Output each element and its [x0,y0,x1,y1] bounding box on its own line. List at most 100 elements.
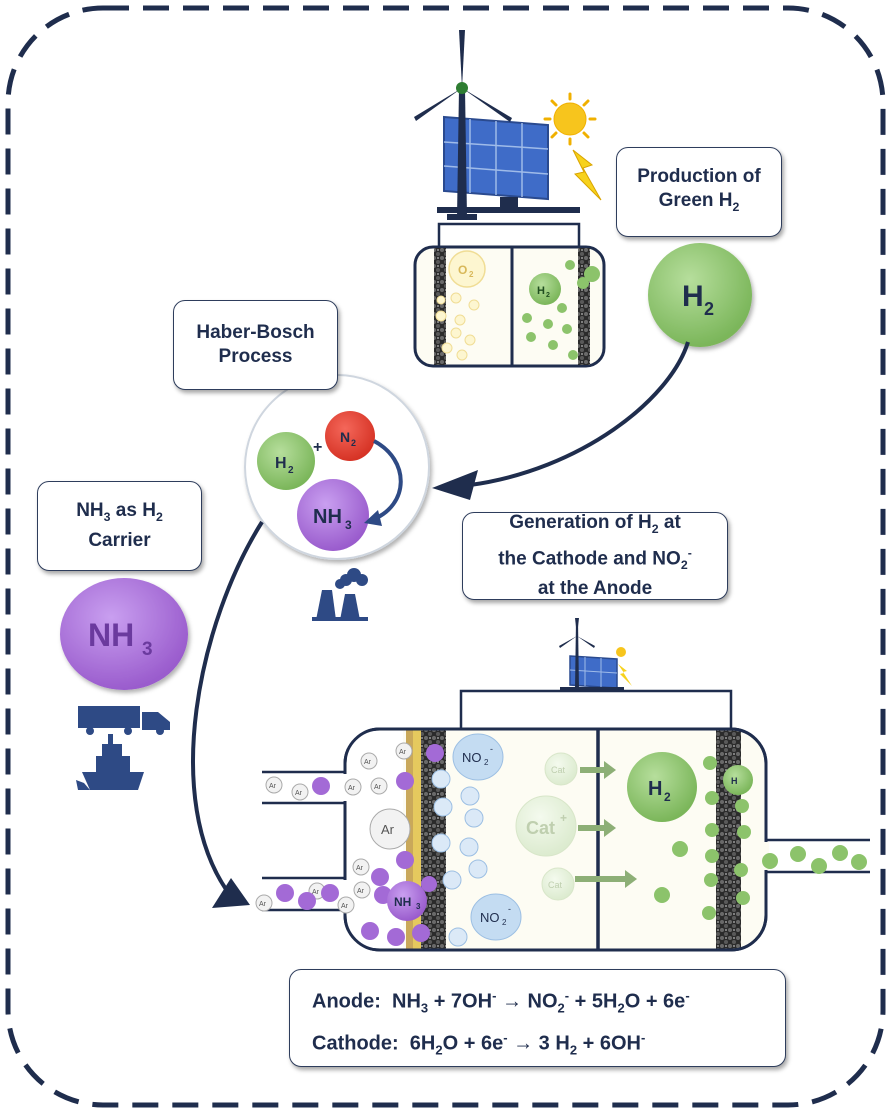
svg-text:N: N [340,429,350,445]
gen-line1b: at [658,512,681,534]
svg-text:Cat: Cat [551,765,566,775]
svg-text:Cat: Cat [548,880,563,890]
svg-text:Ar: Ar [269,783,277,790]
svg-text:NH: NH [394,895,411,909]
o2-molecule: O 2 [448,250,486,288]
haber-line2: Process [218,346,293,367]
svg-text:3: 3 [416,902,421,911]
svg-text:O: O [458,263,467,277]
anode-sub3: 3 [420,1000,429,1016]
no2-large-molecules: NO 2 - NO 2 - [452,733,522,941]
electrolyzer-wire [437,222,581,248]
gen-line2: the Cathode and NO [498,548,681,570]
o2-bubbles [435,292,480,361]
svg-text:3: 3 [345,518,352,532]
truck-icon [78,706,170,735]
outer-dashed-border [5,5,886,1108]
factory-icon [312,568,368,621]
anode-sup3: - [685,988,690,1003]
gen-sub2b: 2 [680,557,688,572]
cathode-o: O + 6e [442,1032,504,1055]
carrier-nh3: NH [76,500,104,522]
svg-text:NO: NO [480,910,500,925]
solar-panel-icon [437,115,580,213]
anode-sup2: - [564,988,570,1003]
production-sub: 2 [732,199,740,214]
haber-line1: Haber-Bosch [196,322,315,343]
wind-turbine-icon [414,30,512,220]
h2-cathode-small [654,756,867,920]
anode-arrow: → NO [496,990,558,1013]
svg-text:2: 2 [546,292,550,299]
cell-solar-panel-icon [559,618,632,690]
svg-text:Ar: Ar [381,822,395,837]
anode-nh3: NH [392,990,421,1013]
svg-text:2: 2 [469,270,474,279]
carrier-line2: Carrier [88,529,151,551]
svg-text:H: H [682,280,704,313]
anode-equation: Anode: NH3 + 7OH- → NO2- + 5H2O + 6e- [312,988,690,1016]
cathode-sub2b: 2 [569,1042,578,1058]
nh3-small-molecules [276,744,444,946]
h2-bubbles-small-cell [522,260,600,360]
h2-big-molecule: H 2 [648,243,752,347]
svg-text:H: H [648,778,662,800]
svg-text:2: 2 [664,790,671,804]
haber-to-cell-arrowhead [212,878,250,908]
cathode-sup1: - [503,1030,508,1045]
cathode-equation: Cathode: 6H2O + 6e- → 3 H2 + 6OH- [312,1030,645,1058]
svg-text:+: + [560,811,567,825]
svg-text:Ar: Ar [295,790,303,797]
equations-box: Anode: NH3 + 7OH- → NO2- + 5H2O + 6e- Ca… [289,969,786,1067]
cathode-oh: + 6OH [577,1032,641,1055]
svg-text:-: - [508,904,511,914]
svg-text:Ar: Ar [399,749,407,756]
ship-icon [76,734,144,790]
production-green: Green H [658,190,733,212]
production-title: Production of [637,166,761,188]
haber-bosch-reactor: H 2 + N 2 NH 3 [244,374,430,560]
haber-to-cell-arrow [191,520,264,897]
svg-text:Ar: Ar [374,784,382,791]
svg-text:Cat: Cat [526,818,555,838]
svg-text:3: 3 [142,639,153,660]
svg-text:Ar: Ar [356,865,364,872]
svg-text:Ar: Ar [357,888,365,895]
svg-text:H: H [731,776,738,786]
gen-line1a: Generation of H [509,512,652,534]
gen-sub2: 2 [651,521,659,536]
carrier-sub3: 3 [103,509,111,524]
anode-sub2: 2 [557,1000,565,1016]
svg-text:2: 2 [484,758,489,767]
svg-text:NH: NH [88,617,134,653]
svg-text:+: + [313,439,322,456]
svg-text:Ar: Ar [348,785,356,792]
svg-text:-: - [490,744,493,754]
haber-bosch-label-box: Haber-Bosch Process [173,300,338,390]
gen-sup: - [687,545,692,560]
svg-text:2: 2 [704,299,714,319]
cell-wire [459,689,733,729]
anode-h2o: + 5H [569,990,618,1013]
carrier-sub2: 2 [155,509,163,524]
sun-icon [543,92,597,146]
anode-o: O + 6e [624,990,686,1013]
svg-text:2: 2 [351,438,356,448]
svg-text:Ar: Ar [341,903,349,910]
generation-label-box: Generation of H2 at the Cathode and NO2-… [462,512,728,600]
anode-oh: + 7OH [428,990,493,1013]
carrier-label-box: NH3 as H2 Carrier [37,481,202,571]
svg-text:2: 2 [502,918,507,927]
carrier-as: as H [110,500,156,522]
lightning-icon [572,149,602,201]
nh3-big-molecule: NH 3 [60,578,188,690]
svg-text:2: 2 [288,465,294,476]
h2-molecule-small-cell: H 2 [529,273,561,305]
anode-label: Anode: [312,990,381,1013]
cathode-label: Cathode: [312,1032,399,1055]
svg-text:Ar: Ar [259,901,267,908]
h2-cathode-large: H 2 H [627,752,753,822]
svg-text:Ar: Ar [312,889,320,896]
cat-ions: Cat Cat + Cat [515,752,637,901]
